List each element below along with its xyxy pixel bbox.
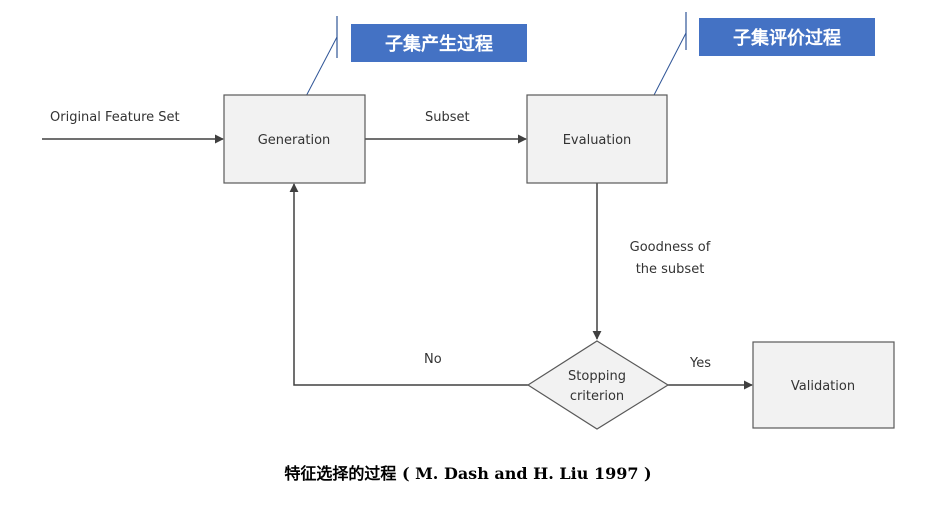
node-evaluation-box [526, 94, 668, 184]
callout-evaluation: 子集评价过程 [652, 12, 875, 98]
node-validation: Validation [752, 341, 895, 429]
node-evaluation-label: Evaluation [563, 133, 632, 148]
callout-evaluation-leader [652, 32, 687, 98]
callout-generation-leader [302, 36, 338, 103]
node-stopping-label-line2: criterion [570, 389, 624, 404]
node-generation-label: Generation [258, 133, 331, 148]
edge-goodness-label-line2: the subset [636, 262, 705, 277]
node-generation-box [223, 94, 366, 184]
node-stopping-label-line1: Stopping [568, 369, 626, 384]
edge-no-label: No [424, 352, 442, 367]
edge-no [289, 183, 528, 386]
callout-generation-label: 子集产生过程 [385, 33, 493, 55]
callout-evaluation-label: 子集评价过程 [733, 27, 841, 49]
callout-evaluation-box [699, 18, 875, 56]
node-stopping-diamond [526, 340, 670, 430]
edge-yes-label: Yes [689, 356, 711, 371]
node-validation-label: Validation [791, 379, 855, 394]
diagram-caption: 特征选择的过程 ( M. Dash and H. Liu 1997 ) [284, 464, 651, 483]
edge-goodness-label-line1: Goodness of [630, 240, 711, 255]
callout-generation-box [351, 24, 527, 62]
node-stopping-criterion: Stopping criterion [526, 340, 670, 430]
callout-generation: 子集产生过程 [302, 16, 527, 103]
edge-subset-label: Subset [425, 110, 470, 125]
node-validation-box [752, 341, 895, 429]
node-evaluation: Evaluation [526, 94, 668, 184]
node-generation: Generation [223, 94, 366, 184]
edge-input-label: Original Feature Set [50, 110, 180, 125]
